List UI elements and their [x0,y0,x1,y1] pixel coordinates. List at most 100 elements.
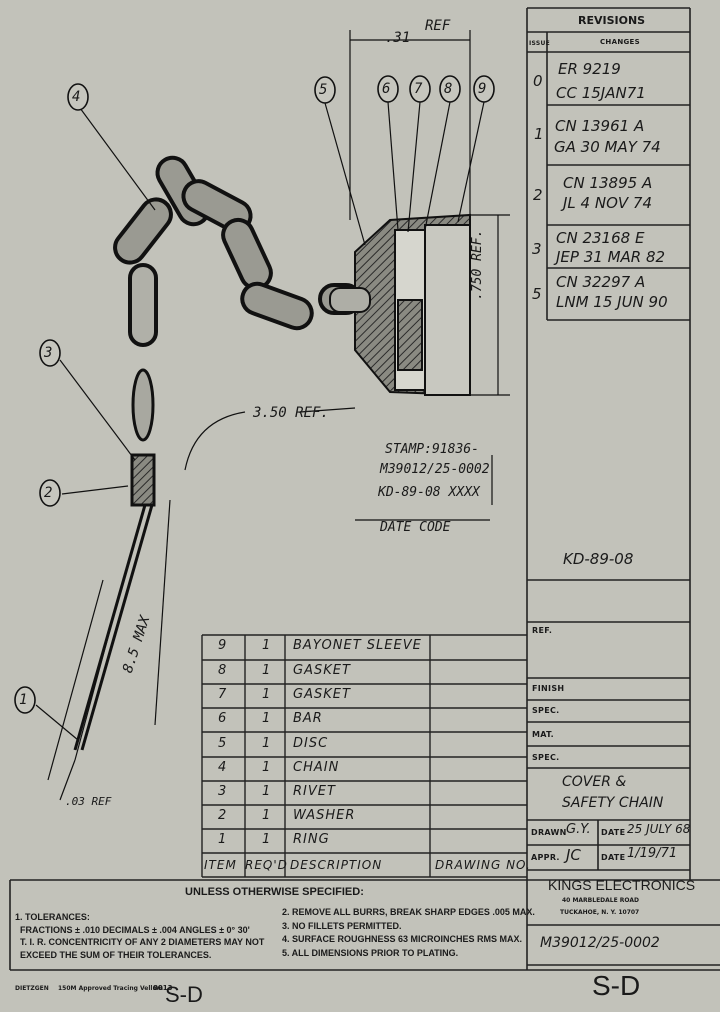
bom-qty: 1 [262,832,272,847]
drawing-number: M39012/25-0002 [540,935,660,951]
bom-header-item: ITEM [204,858,237,872]
rev-issue: 0 [533,72,543,90]
field-mat-label: MAT. [532,730,555,739]
footer-size: S-D [165,982,203,1007]
rev-line-1: CN 32297 A [556,273,646,291]
note-concentricity: T. I. R. CONCENTRICITY OF ANY 2 DIAMETER… [20,937,265,947]
note-2: 2. REMOVE ALL BURRS, BREAK SHARP EDGES .… [282,907,535,917]
stamp-date-code: DATE CODE [380,520,451,535]
bom-item: 3 [218,784,228,799]
rev-line-2: LNM 15 JUN 90 [556,293,668,311]
company-address-1: 40 MARBLEDALE ROAD [562,897,639,904]
rev-issue: 5 [532,285,542,303]
field-ref-label: REF. [532,626,553,635]
field-spec2-label: SPEC. [532,753,560,762]
bom-qty: 1 [262,808,272,823]
stamp-line-2: M39012/25-0002 [380,462,490,477]
bom-qty: 1 [262,638,272,653]
bom-item: 4 [218,760,228,775]
balloon-8: 8 [444,81,453,97]
company-address-2: TUCKAHOE, N. Y. 10707 [560,909,640,916]
bom-desc: RIVET [293,784,336,799]
footer-code: 8013 [153,984,173,992]
size-code: S-D [592,970,641,1001]
rev-line-2: JL 4 NOV 74 [563,194,653,212]
rev-issue: 3 [532,240,542,258]
drawing-ref-number: KD-89-08 [563,550,634,568]
rev-line-2: CC 15JAN71 [556,84,646,102]
bom-qty: 1 [262,736,272,751]
drawn-label: DRAWN [531,828,567,837]
bom-qty: 1 [262,760,272,775]
bom-desc: GASKET [293,687,351,702]
note-4: 4. SURFACE ROUGHNESS 63 MICROINCHES RMS … [282,934,523,944]
bom-desc: WASHER [293,808,356,823]
rev-issue: 1 [534,125,544,143]
approved-date-value: 1/19/71 [627,846,678,861]
rev-line-1: CN 23168 E [556,229,645,247]
rev-line-1: CN 13961 A [555,117,645,135]
dim-vertical: .750 REF. [470,229,485,300]
stamp-line-3: KD-89-08 XXXX [378,485,480,500]
bom-header-reqd: REQ'D [245,858,288,872]
bom-item: 5 [218,736,228,751]
note-exceed: EXCEED THE SUM OF THEIR TOLERANCES. [20,950,212,960]
bom-item: 2 [218,808,228,823]
company-name: KINGS ELECTRONICS [548,877,696,893]
balloon-7: 7 [414,81,423,97]
bom-qty: 1 [262,663,272,678]
revisions-changes-header: CHANGES [600,38,640,46]
bom-desc: BAYONET SLEEVE [293,638,422,653]
bom-qty: 1 [262,711,272,726]
rev-line-1: CN 13895 A [563,174,653,192]
bom-header-drawing-no: DRAWING NO. [435,858,531,872]
note-5: 5. ALL DIMENSIONS PRIOR TO PLATING. [282,948,459,958]
bom-desc: RING [293,832,330,847]
dim-ref-label: REF [425,18,451,34]
approved-date-label: DATE [601,853,626,862]
bom-qty: 1 [262,784,272,799]
balloon-6: 6 [382,81,391,97]
revisions-title: REVISIONS [578,14,646,27]
note-3: 3. NO FILLETS PERMITTED. [282,921,402,931]
rev-line-1: ER 9219 [558,60,621,78]
field-spec-label: SPEC. [532,706,560,715]
drawn-value: G.Y. [566,822,591,837]
revisions-issue-header: ISSUE [529,40,551,47]
footer-paper: 150M Approved Tracing Vellum [58,985,163,992]
balloon-4: 4 [72,89,81,105]
rev-line-2: JEP 31 MAR 82 [556,248,666,266]
part-title-line-2: SAFETY CHAIN [562,795,664,811]
dim-3-50-ref: 3.50 REF. [253,405,329,421]
field-finish-label: FINISH [532,684,565,693]
bom-item: 7 [218,687,228,702]
balloon-1: 1 [19,692,28,708]
note-fractions: FRACTIONS ± .010 DECIMALS ± .004 ANGLES … [20,925,250,935]
note-tolerances: 1. TOLERANCES: [15,912,90,922]
footer-vendor: DIETZGEN [15,985,49,992]
bom-desc: BAR [293,711,323,726]
rev-issue: 2 [533,186,543,204]
stamp-line-1: STAMP:91836- [385,442,479,457]
approved-label: APPR. [531,853,560,862]
bom-item: 8 [218,663,228,678]
approved-value: JC [566,846,581,864]
rev-line-2: GA 30 MAY 74 [554,138,661,156]
bom-desc: GASKET [293,663,351,678]
bom-item: 1 [218,832,228,847]
balloon-9: 9 [478,81,487,97]
dim-03-ref: .03 REF [65,795,112,808]
balloon-2: 2 [44,485,53,501]
bom-qty: 1 [262,687,272,702]
bom-item: 9 [218,638,228,653]
dim-31-ref: .31 [385,30,411,46]
balloon-3: 3 [44,345,53,361]
balloon-5: 5 [319,82,328,98]
drawn-date-value: 25 JULY 68 [627,822,691,836]
bom-item: 6 [218,711,228,726]
bom-header-description: DESCRIPTION [290,858,383,872]
drawn-date-label: DATE [601,828,626,837]
notes-heading: UNLESS OTHERWISE SPECIFIED: [185,886,364,898]
